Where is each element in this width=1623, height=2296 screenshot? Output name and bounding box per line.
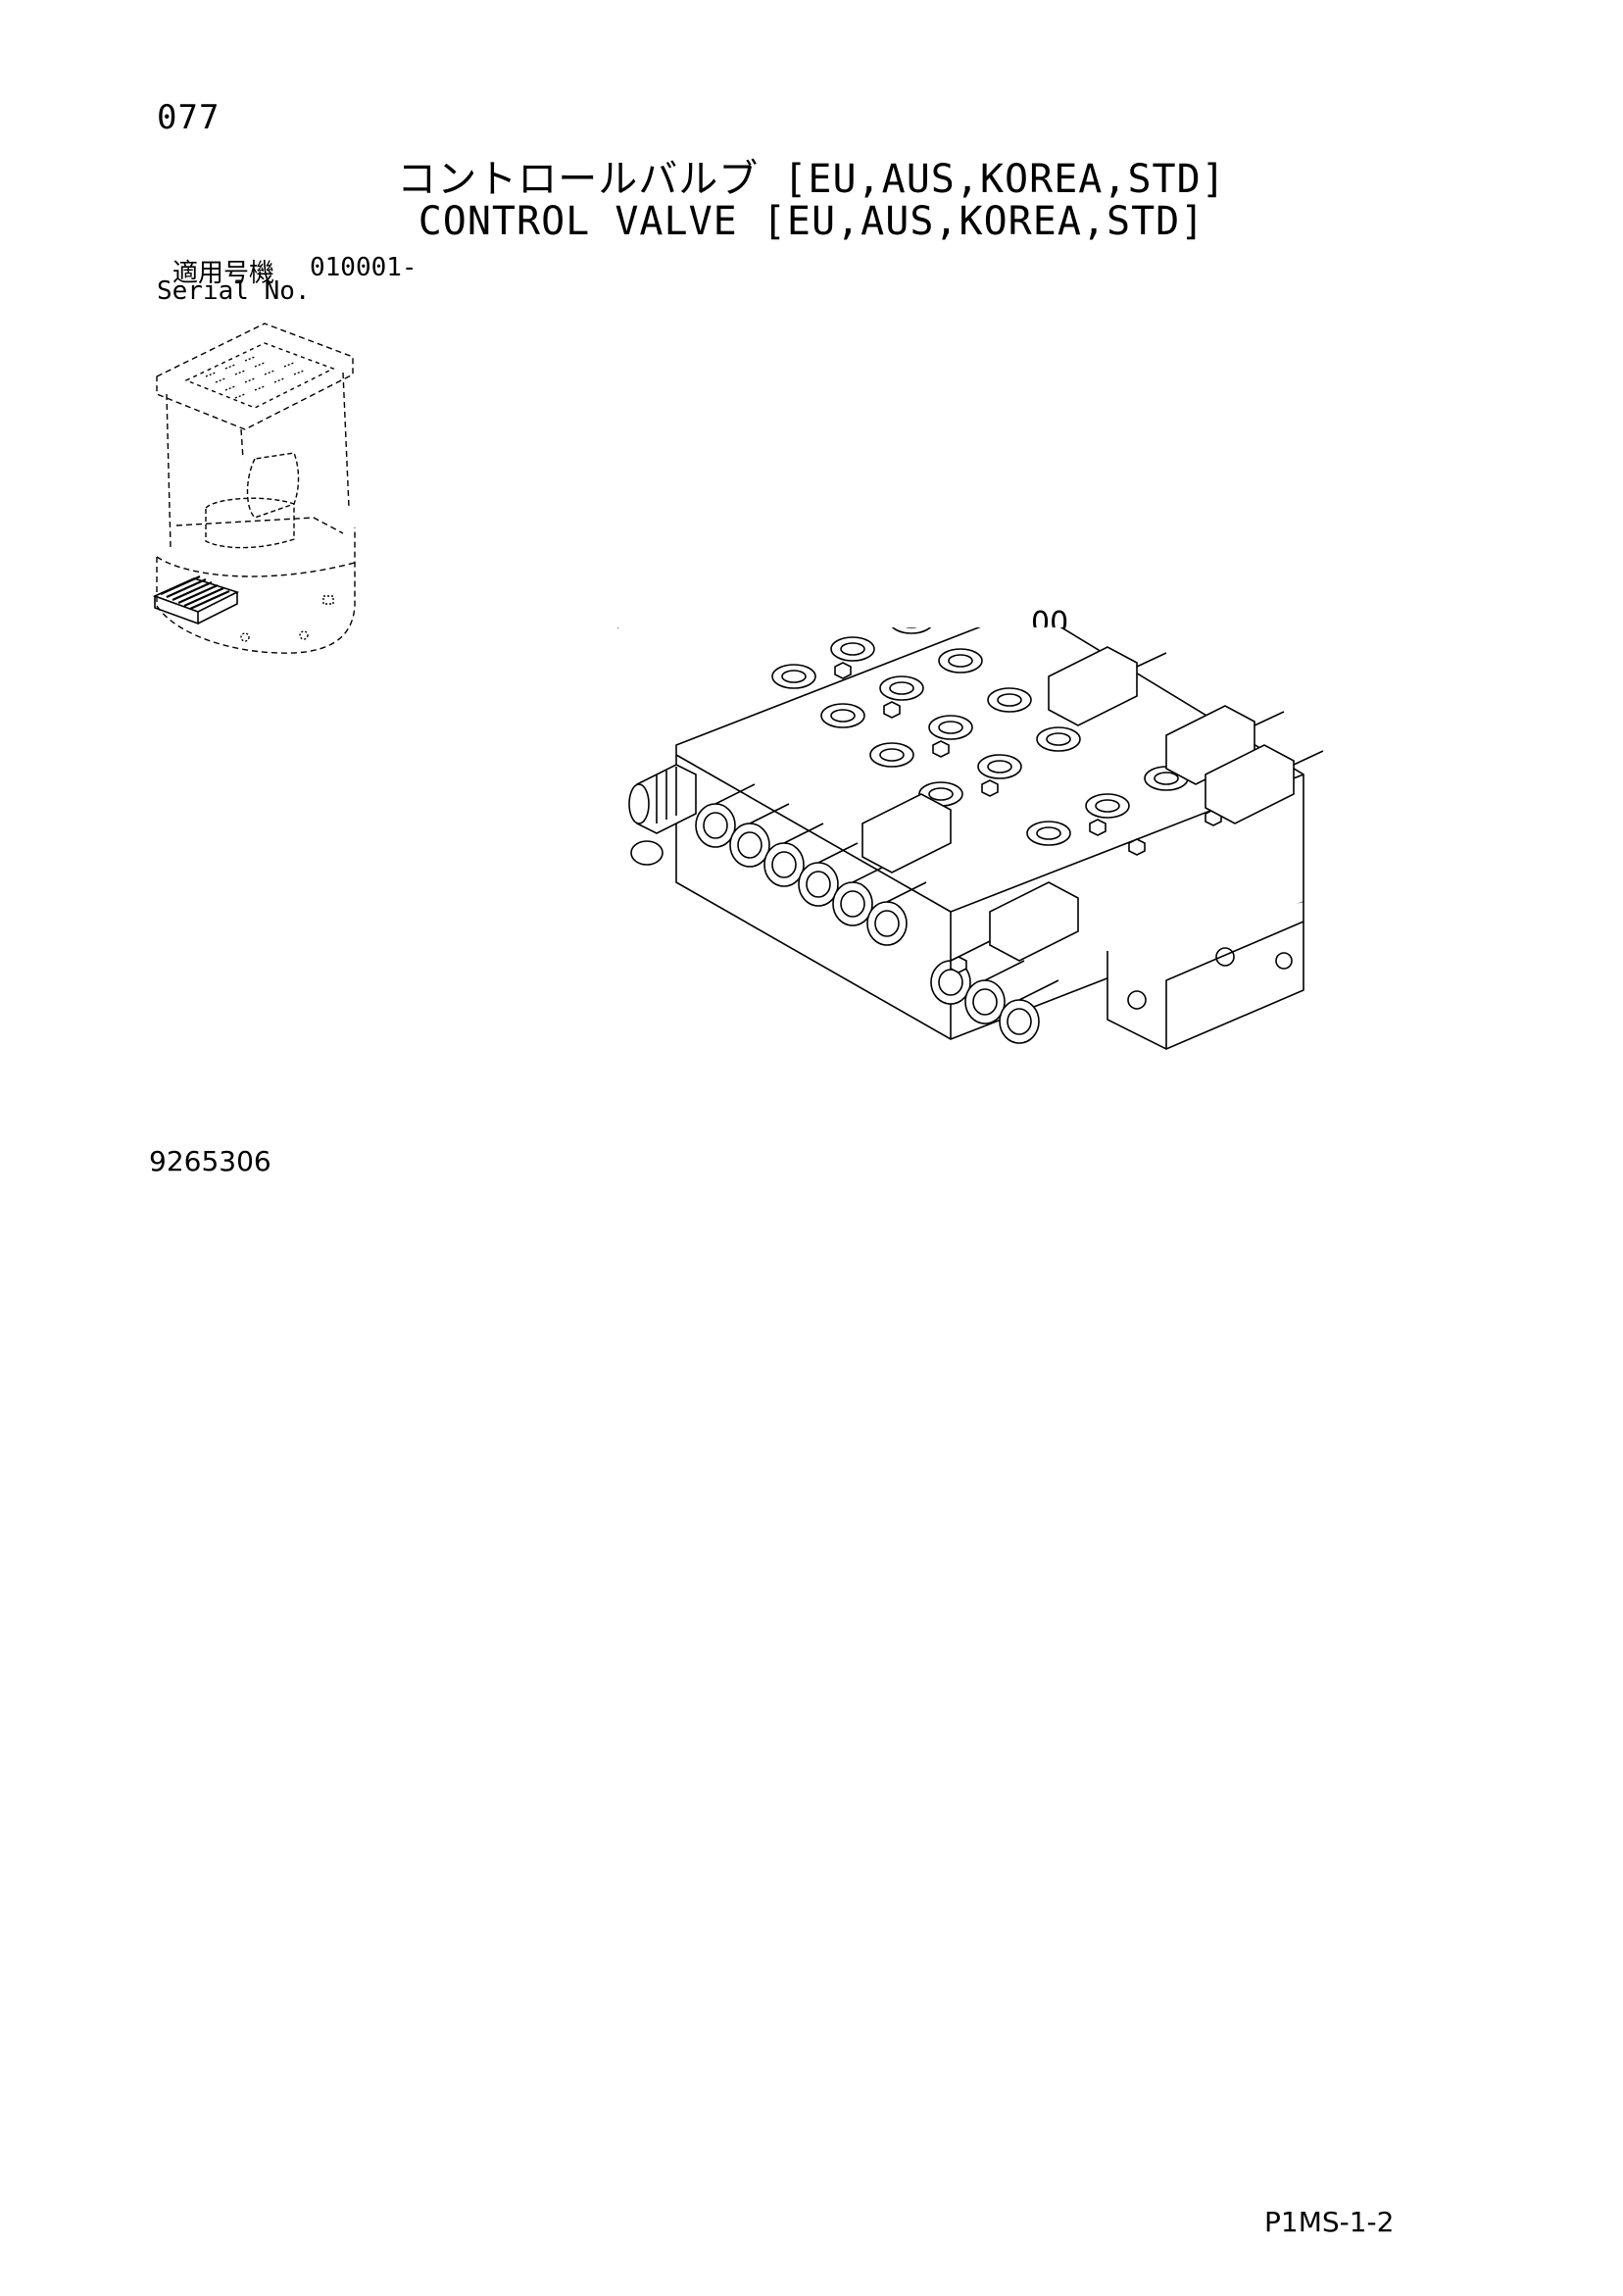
title-english: CONTROL VALVE [EU,AUS,KOREA,STD] [418,199,1205,244]
machine-location-illustration [152,323,356,654]
page-code: P1MS-1-2 [1264,2206,1395,2238]
title-japanese: コントロールバルブ [EU,AUS,KOREA,STD] [397,157,1226,202]
drawing-number: 9265306 [149,1145,271,1177]
page-number: 077 [157,98,221,137]
serial-number-value: 010001- [310,253,418,282]
control-valve-drawing [617,627,1324,1050]
serial-label-english: Serial No. [157,276,311,306]
serial-label-japanese: 適用号機 [172,259,275,288]
